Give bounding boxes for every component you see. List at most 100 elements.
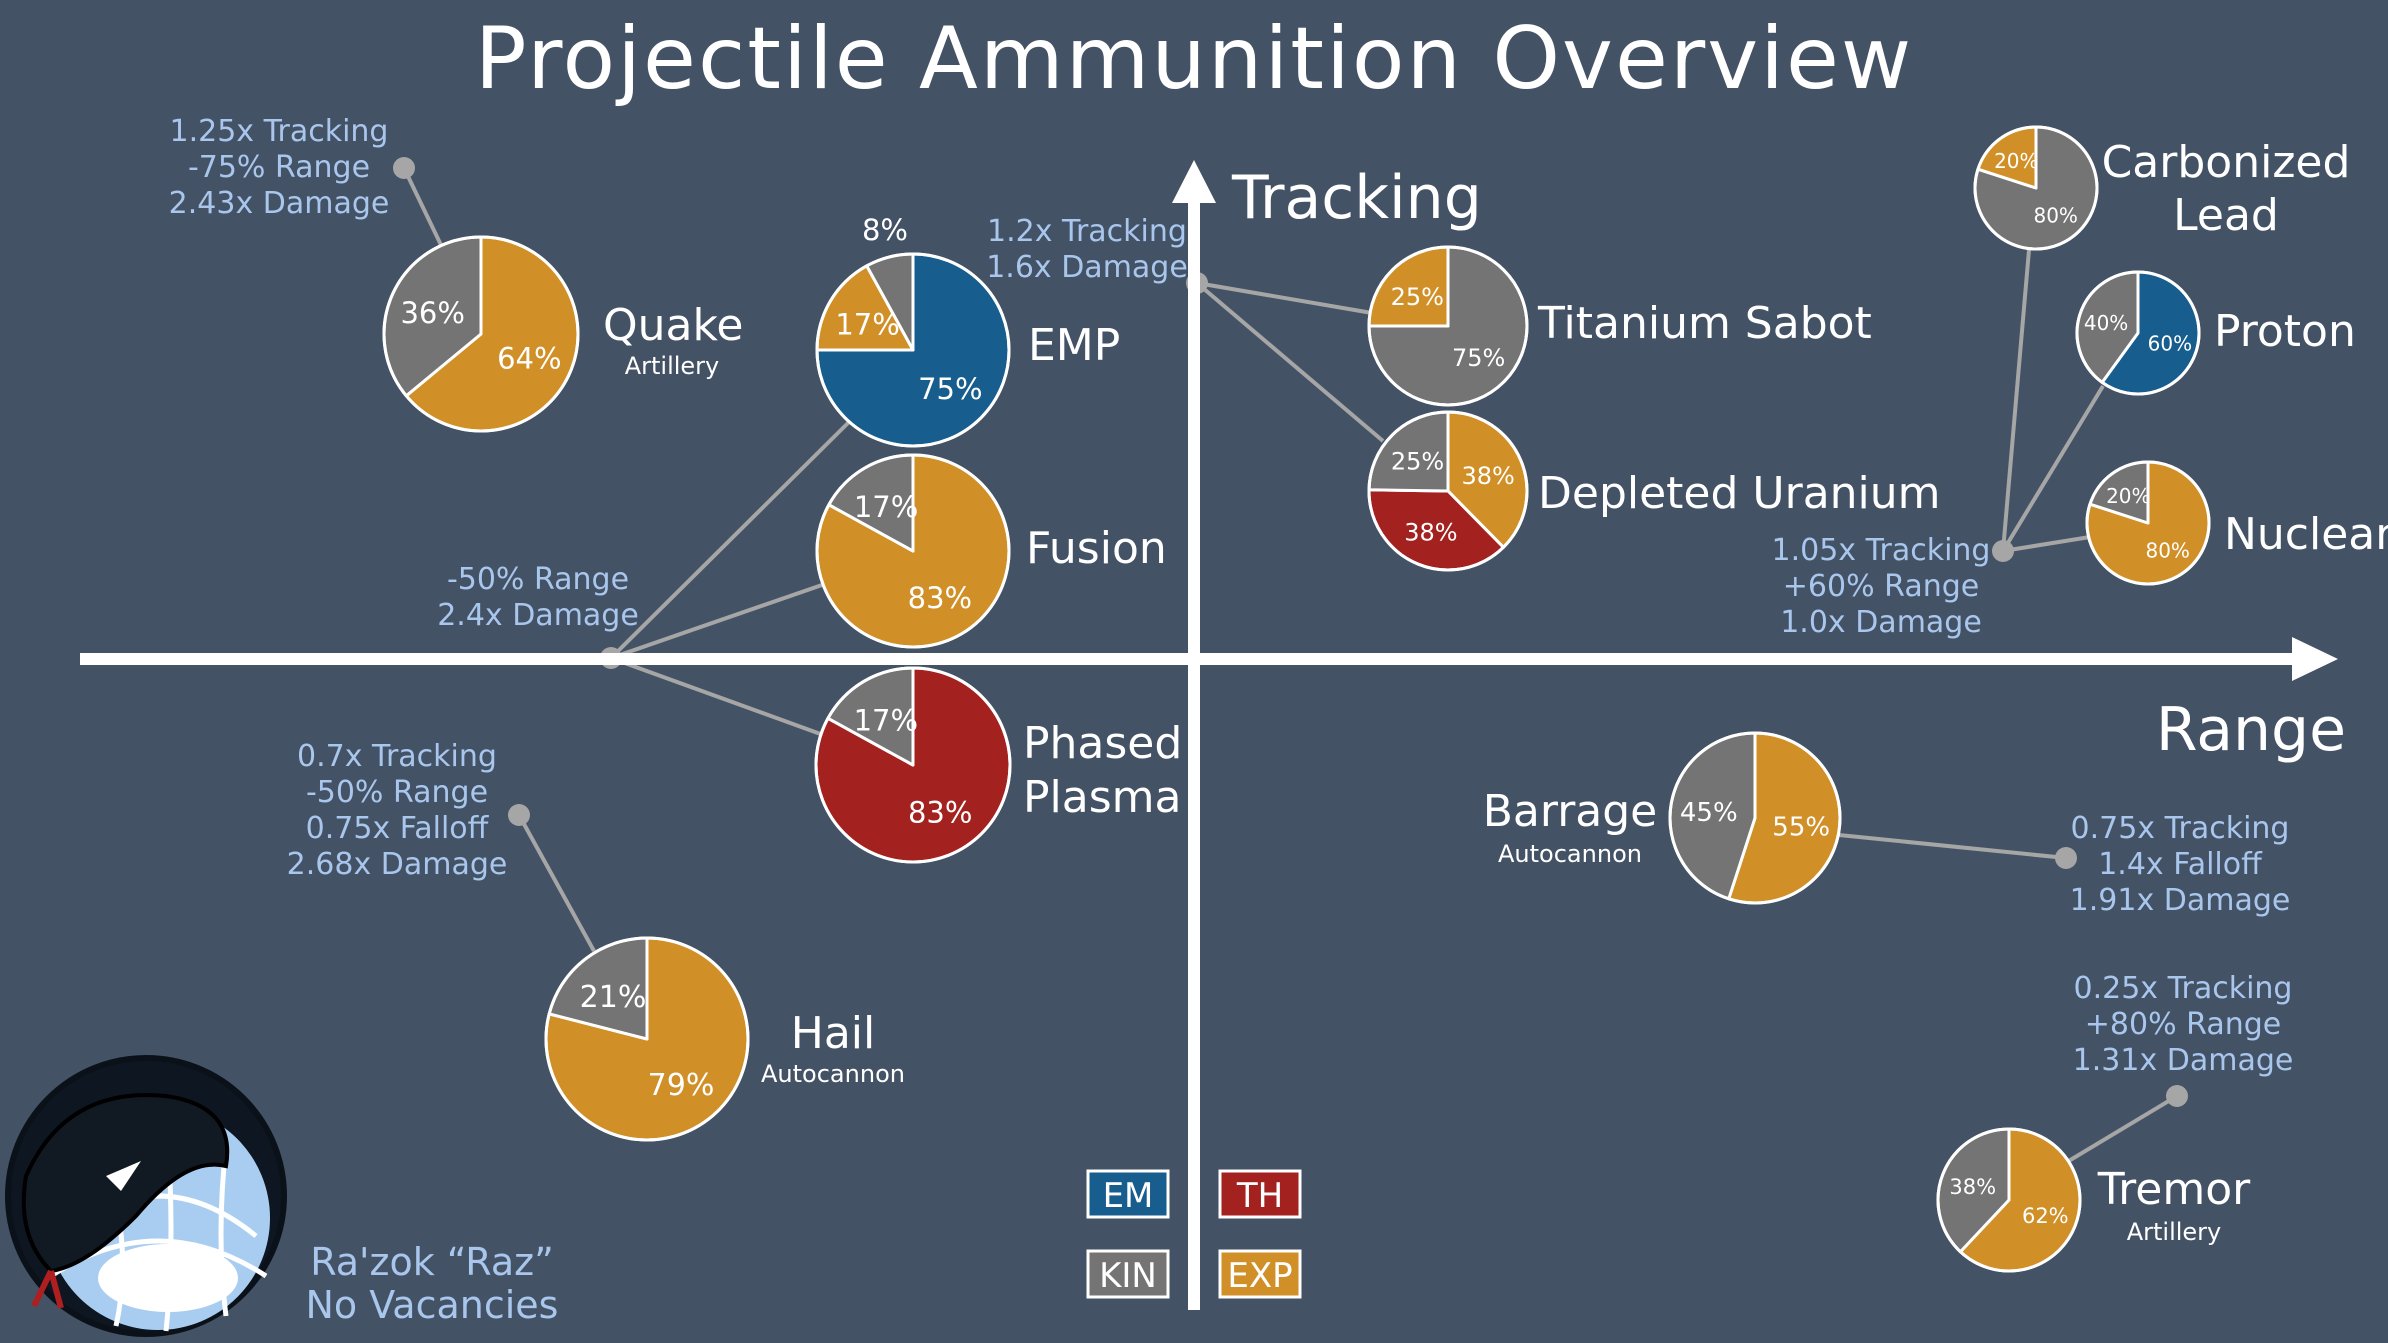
quake-stats-connector-quake [402,167,443,246]
proton-pie: 60% 40% Proton [2075,270,2356,396]
phased-plasma-slice-label-th-0: 83% [908,796,972,830]
quake-name: Quake [603,300,743,351]
axes: Range Tracking [80,160,2346,1310]
tremor-pie-outline [1936,1127,2082,1273]
barrage-stats-line-3: 1.91x Damage [2070,883,2291,918]
hail-slice-label-kin-1: 21% [580,980,647,1015]
proton-slice-label-em-0: 60% [2148,332,2192,356]
serpent-logo-icon [5,1055,287,1337]
long-range-stats-line-3: 1.0x Damage [1780,605,1982,640]
carbonized-lead-name-line-2: Lead [2173,190,2279,241]
legend-swatch-kin [1086,1249,1170,1299]
depleted-uranium-slice-label-th-1: 38% [1404,518,1457,546]
barrage-name: Barrage [1483,786,1658,837]
y-axis-label: Tracking [1231,163,1482,233]
quake-weapon-subtitle: Artillery [625,352,720,380]
carbonized-lead-pie-outline [1973,125,2099,251]
titanium-sabot-slice-label-kin-0: 75% [1452,344,1505,372]
nuclear-slice-label-exp-0: 80% [2145,539,2189,563]
depleted-uranium-slice-label-exp-0: 38% [1462,462,1515,490]
legend-label-th: TH [1236,1176,1283,1216]
titanium-sabot-pie-outline [1367,245,1529,407]
long-range-stats-connector-proton [2001,384,2105,553]
emp-slice-label-em-0: 75% [918,372,982,406]
titanium-sabot-slice-label-exp-1: 25% [1391,283,1444,311]
tremor-stats-anchor-dot [2166,1085,2188,1107]
short-range-stats-line-1: -50% Range [447,562,629,597]
fusion-name: Fusion [1026,523,1167,574]
titanium-sabot-name: Titanium Sabot [1537,298,1872,349]
quake-pie-outline [382,235,580,433]
short-range-stats-connector-emp [609,420,851,660]
quake-stats-line-3: 2.43x Damage [169,186,390,221]
hail-name: Hail [791,1008,876,1059]
signature-name: Ra'zok “Raz” [310,1240,554,1284]
tracking-stats-line-2: 1.6x Damage [986,250,1188,285]
phased-plasma-pie-outline [814,666,1012,864]
hail-stats-line-1: 0.7x Tracking [297,739,497,774]
proton-pie-outline [2075,270,2201,396]
fusion-slice-label-exp-0: 83% [908,581,972,615]
phased-plasma-name-line-1: Phased [1023,718,1182,769]
proton-name: Proton [2214,306,2356,357]
legend-label-exp: EXP [1227,1256,1292,1296]
connector-layer [393,157,2188,1164]
tremor-weapon-subtitle: Artillery [2127,1218,2222,1246]
barrage-pie-outline [1668,731,1842,905]
legend-label-em: EM [1103,1176,1154,1216]
depleted-uranium-name: Depleted Uranium [1538,468,1941,519]
nuclear-slice-label-kin-1: 20% [2106,484,2150,508]
tracking-stats-connector-depleted-uranium [1195,281,1385,443]
hail-pie-outline [544,936,750,1142]
legend-swatch-exp [1218,1249,1302,1299]
tremor-slice-label-exp-0: 62% [2022,1204,2069,1228]
y-axis-arrowhead [1172,160,1216,203]
quake-slice-label-exp-0: 64% [497,341,561,375]
legend-item-th: TH [1218,1169,1302,1219]
x-axis-arrowhead [2292,637,2338,681]
legend-item-exp: EXP [1218,1249,1302,1299]
hail-slice-label-exp-0: 79% [648,1068,715,1103]
long-range-stats-connector-carbonized-lead [2001,249,2031,552]
emp-slice-label-exp-1: 17% [835,308,899,342]
fusion-slice-label-kin-1: 17% [854,490,918,524]
hail-stats-line-4: 2.68x Damage [287,847,508,882]
phased-plasma-name-line-2: Plasma [1023,772,1181,823]
quake-stats-line-2: -75% Range [188,150,370,185]
x-axis-label: Range [2156,695,2346,765]
long-range-stats-anchor-dot [1992,540,2014,562]
tracking-stats-line-1: 1.2x Tracking [987,214,1187,249]
tremor-stats-line-2: +80% Range [2085,1007,2281,1042]
pie-layer: 64%36%QuakeArtillery75%17%8%EMP83%17%Fus… [382,125,2388,1273]
fusion-pie: 83% 17% Fusion [815,453,1167,649]
carbonized-lead-slice-label-kin-0: 80% [2033,204,2077,228]
hail-stats-anchor-dot [508,804,530,826]
emp-name: EMP [1028,320,1120,371]
proton-slice-label-kin-1: 40% [2084,311,2128,335]
depleted-uranium-slice-label-kin-2: 25% [1391,448,1444,476]
nuclear-pie: 80%20%Nuclear [2085,460,2388,586]
depleted-uranium-pie: 38%38% 25% Depleted Uranium [1367,410,1941,572]
quake-stats-line-1: 1.25x Tracking [170,114,389,149]
barrage-stats-anchor-dot [2055,847,2077,869]
fusion-pie-outline [815,453,1011,649]
long-range-stats-line-2: +60% Range [1783,569,1979,604]
hail-stats-line-2: -50% Range [306,775,488,810]
legend-item-em: EM [1086,1169,1170,1219]
carbonized-lead-name-line-1: Carbonized [2102,137,2351,188]
tremor-name: Tremor [2097,1164,2251,1215]
barrage-slice-label-exp-0: 55% [1772,813,1830,843]
quake-stats-anchor-dot [393,157,415,179]
barrage-stats-line-2: 1.4x Falloff [2098,847,2263,882]
emp-pie-outline [815,252,1011,448]
